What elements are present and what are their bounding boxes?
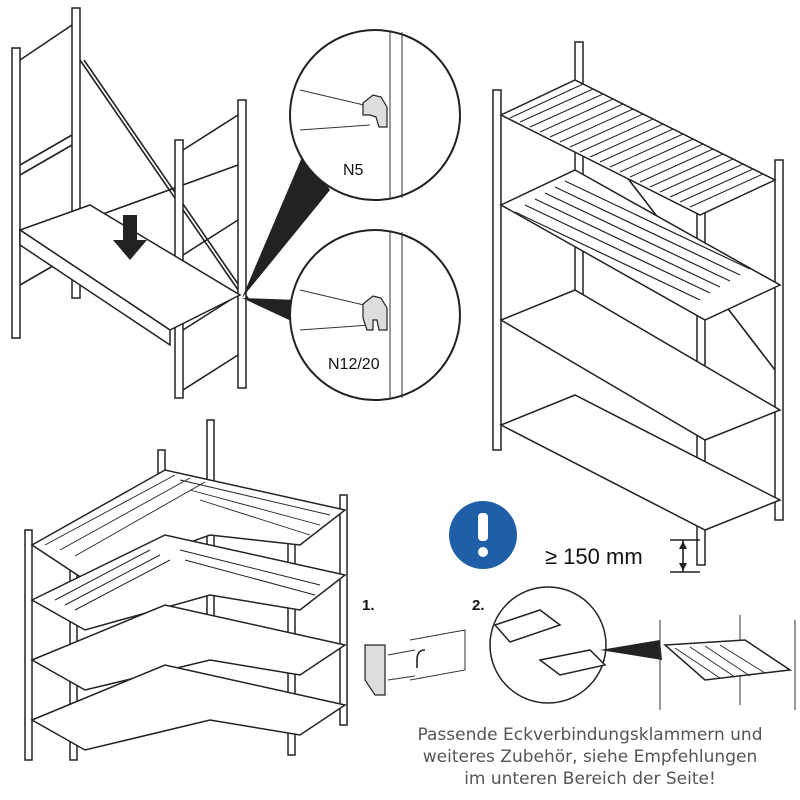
detail-circle-n12-20 xyxy=(289,229,461,401)
callout-label-n12-20: N12/20 xyxy=(328,356,380,373)
callout-wedge-top xyxy=(242,150,330,298)
step-1-label: 1. xyxy=(362,597,375,614)
step-1-diagram xyxy=(364,629,466,696)
corner-shelf-drawing xyxy=(24,419,348,761)
clearance-label: ≥ 150 mm xyxy=(545,544,643,569)
callout-wedge-bottom xyxy=(242,298,300,325)
clearance-dimension xyxy=(670,539,700,573)
step-2-diagram xyxy=(489,586,796,710)
info-icon xyxy=(449,501,517,569)
accessory-note: Passende Eckverbindungsklammern und weit… xyxy=(380,724,800,790)
detail-circle-n5 xyxy=(289,29,461,201)
note-line-1: Passende Eckverbindungsklammern und xyxy=(417,725,763,745)
down-arrow-icon xyxy=(113,215,147,260)
callout-label-n5: N5 xyxy=(343,162,364,179)
frame-assembly-drawing xyxy=(11,7,330,399)
step-2-label: 2. xyxy=(472,597,485,614)
shelf-unit-drawing xyxy=(492,41,784,566)
note-line-3: im unteren Bereich der Seite! xyxy=(464,769,716,789)
note-line-2: weiteres Zubehör, siehe Empfehlungen xyxy=(422,747,758,767)
